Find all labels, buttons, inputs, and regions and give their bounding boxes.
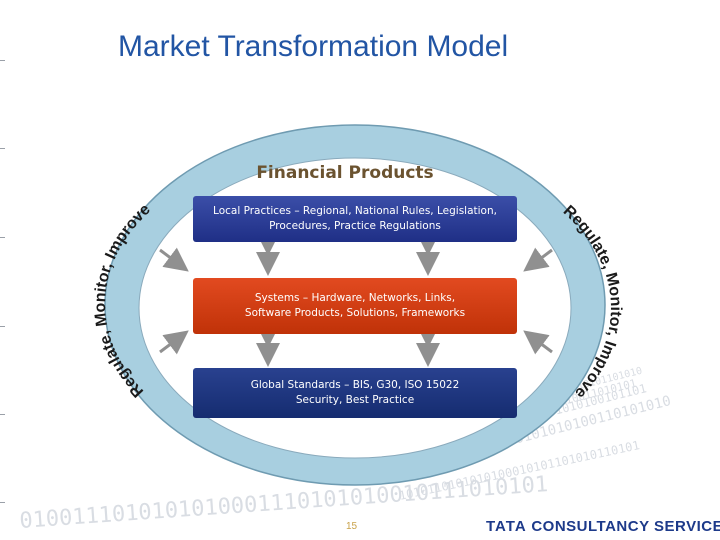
ring-arrow (159, 330, 189, 355)
box-systems: Systems – Hardware, Networks, Links, Sof… (193, 278, 517, 334)
box-line: Systems – Hardware, Networks, Links, (254, 292, 456, 304)
diagram-header: Financial Products (256, 163, 434, 183)
edge-tick (0, 326, 5, 327)
box-line: Local Practices – Regional, National Rul… (213, 205, 497, 217)
edge-tick (0, 414, 5, 415)
tcs-logo: TATA CONSULTANCY SERVICES (486, 518, 720, 535)
box-global-standards: Global Standards – BIS, G30, ISO 15022 S… (193, 368, 517, 418)
box-line: Security, Best Practice (295, 394, 415, 406)
edge-tick (0, 502, 5, 503)
ring-arrow (523, 330, 553, 355)
edge-tick (0, 148, 5, 149)
logo-text: CONSULTANCY SERVICES (531, 518, 720, 535)
ring-arrow (523, 247, 553, 272)
box-line: Software Products, Solutions, Frameworks (244, 307, 466, 319)
logo-tata: TATA (486, 518, 527, 535)
edge-tick (0, 60, 5, 61)
box-line: Procedures, Practice Regulations (269, 220, 441, 232)
page-number: 15 (346, 521, 358, 532)
box-line: Global Standards – BIS, G30, ISO 15022 (250, 379, 460, 391)
ring-arrow (159, 247, 189, 272)
edge-tick (0, 237, 5, 238)
box-local-practices: Local Practices – Regional, National Rul… (193, 196, 517, 242)
slide-title: Market Transformation Model (118, 30, 509, 63)
